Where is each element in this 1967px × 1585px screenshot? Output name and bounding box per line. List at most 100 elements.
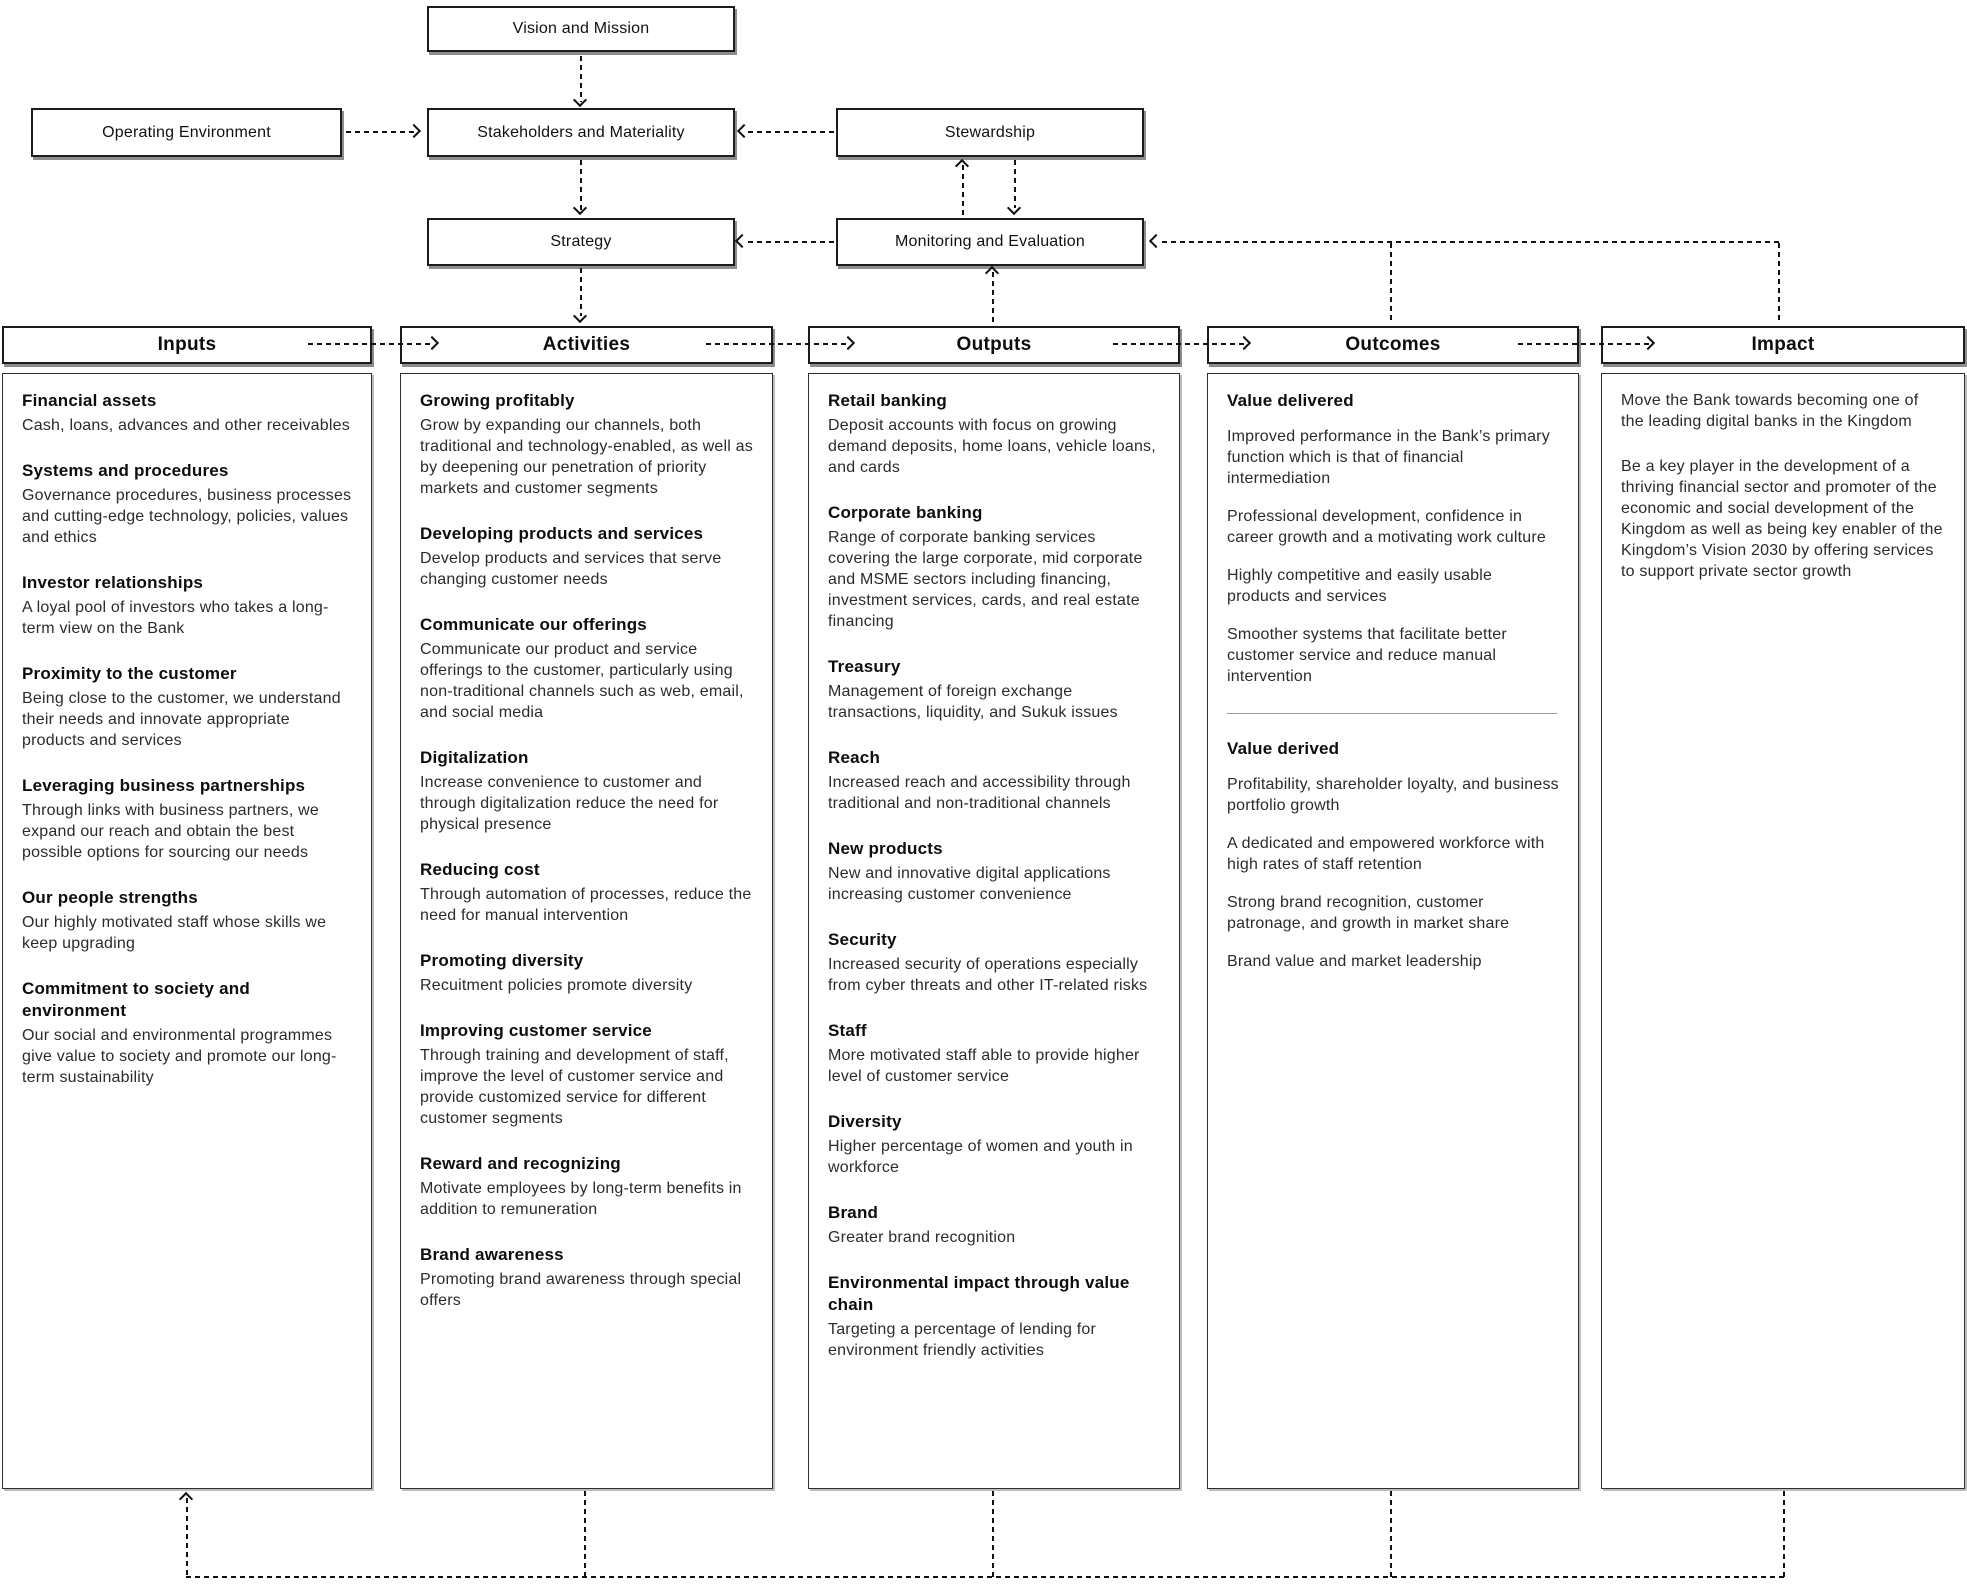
section-body: Being close to the customer, we understa… <box>22 690 341 749</box>
section-body: Greater brand recognition <box>828 1229 1016 1246</box>
section-body: Through training and development of staf… <box>420 1047 729 1127</box>
dashed-line-outcomes-to-impact <box>1518 343 1650 345</box>
column-header-label: Inputs <box>157 334 217 355</box>
paragraph: Smoother systems that facilitate better … <box>1227 626 1507 685</box>
arrowhead-left-icon <box>736 123 752 139</box>
dashed-line-outputs-to-outcomes <box>1113 343 1246 345</box>
section-title: Growing profitably <box>420 391 575 410</box>
dashed-line-impact-feedback-drop <box>1778 243 1780 324</box>
section-body: Cash, loans, advances and other receivab… <box>22 417 350 434</box>
dashed-line-activities-feedback <box>584 1491 586 1578</box>
column-header-label: Outputs <box>956 334 1032 355</box>
group-title: Value delivered <box>1227 391 1354 410</box>
section-body: Through automation of processes, reduce … <box>420 886 752 924</box>
section-body: Communicate our product and service offe… <box>420 641 744 721</box>
section-body: Grow by expanding our channels, both tra… <box>420 417 753 497</box>
arrowhead-left-icon <box>734 233 750 249</box>
section-title: Environmental impact through value chain <box>828 1273 1130 1314</box>
paragraph: Strong brand recognition, customer patro… <box>1227 894 1510 932</box>
section-title: Reward and recognizing <box>420 1154 621 1173</box>
column-header-impact: Impact <box>1601 326 1965 364</box>
column-header-outcomes: Outcomes <box>1207 326 1579 364</box>
arrowhead-up-icon <box>178 1491 194 1507</box>
flowchart-box-stakeholders-and-materiality: Stakeholders and Materiality <box>427 108 735 157</box>
dashed-line-vision-to-stakeholders <box>580 56 582 102</box>
dashed-line-strategy-to-activities <box>580 268 582 316</box>
column-header-label: Activities <box>542 334 631 355</box>
flowchart-box-strategy: Strategy <box>427 218 735 266</box>
dashed-line-activities-to-outputs <box>706 343 850 345</box>
dashed-line-outcomes-feedback-drop <box>1390 243 1392 324</box>
paragraph: A dedicated and empowered workforce with… <box>1227 835 1545 873</box>
flowchart-box-label: Operating Environment <box>102 123 271 141</box>
section-title: Security <box>828 930 897 949</box>
section-title: Brand awareness <box>420 1245 564 1264</box>
section-title: Treasury <box>828 657 901 676</box>
dashed-line-feedback-to-inputs <box>186 1498 188 1578</box>
paragraph: Professional development, confidence in … <box>1227 508 1546 546</box>
column-header-inputs: Inputs <box>2 326 372 364</box>
flowchart-box-label: Vision and Mission <box>512 20 650 37</box>
dashed-line-stewardship-to-monitoring <box>1014 160 1016 208</box>
section-body: Range of corporate banking services cove… <box>828 529 1143 630</box>
column-body-impact: Move the Bank towards becoming one of th… <box>1601 373 1965 1489</box>
section-body: Increased reach and accessibility throug… <box>828 774 1131 812</box>
section-title: Retail banking <box>828 391 947 410</box>
group-title: Value derived <box>1227 739 1340 758</box>
section-body: More motivated staff able to provide hig… <box>828 1047 1140 1085</box>
dashed-line-monitoring-to-stewardship <box>962 165 964 216</box>
section-body: New and innovative digital applications … <box>828 865 1111 903</box>
section-body: Management of foreign exchange transacti… <box>828 683 1118 721</box>
section-title: Diversity <box>828 1112 902 1131</box>
section-title: New products <box>828 839 943 858</box>
section-body: Higher percentage of women and youth in … <box>828 1138 1133 1176</box>
section-body: Targeting a percentage of lending for en… <box>828 1321 1097 1359</box>
section-title: Proximity to the customer <box>22 664 237 683</box>
section-title: Commitment to society and environment <box>22 979 250 1020</box>
flowchart-box-vision-and-mission: Vision and Mission <box>427 6 735 52</box>
section-title: Digitalization <box>420 748 529 767</box>
section-title: Our people strengths <box>22 888 198 907</box>
arrowhead-up-icon <box>984 265 1000 281</box>
dashed-line-outcomes-feedback <box>1390 1491 1392 1578</box>
section-title: Developing products and services <box>420 524 704 543</box>
section-title: Systems and procedures <box>22 461 229 480</box>
paragraph: Be a key player in the development of a … <box>1621 458 1943 580</box>
section-body: Develop products and services that serve… <box>420 550 722 588</box>
flowchart-box-label: Monitoring and Evaluation <box>894 233 1085 250</box>
section-body: Governance procedures, business processe… <box>22 487 352 546</box>
arrowhead-up-icon <box>954 158 970 174</box>
paragraph: Profitability, shareholder loyalty, and … <box>1227 776 1559 814</box>
paragraph: Move the Bank towards becoming one of th… <box>1621 392 1919 430</box>
section-body: Promoting brand awareness through specia… <box>420 1271 742 1309</box>
paragraph: Highly competitive and easily usable pro… <box>1227 567 1493 605</box>
section-title: Staff <box>828 1021 867 1040</box>
section-title: Leveraging business partnerships <box>22 776 306 795</box>
dashed-line-impact-feedback <box>1783 1491 1785 1578</box>
section-body: Our highly motivated staff whose skills … <box>22 914 327 952</box>
flowchart-box-monitoring-and-evaluation: Monitoring and Evaluation <box>836 218 1144 266</box>
section-body: Our social and environmental programmes … <box>22 1027 337 1086</box>
dashed-line-stewardship-to-stakeholders <box>748 131 834 133</box>
section-body: Motivate employees by long-term benefits… <box>420 1180 742 1218</box>
arrowhead-left-icon <box>1148 233 1164 249</box>
section-title: Brand <box>828 1203 879 1222</box>
